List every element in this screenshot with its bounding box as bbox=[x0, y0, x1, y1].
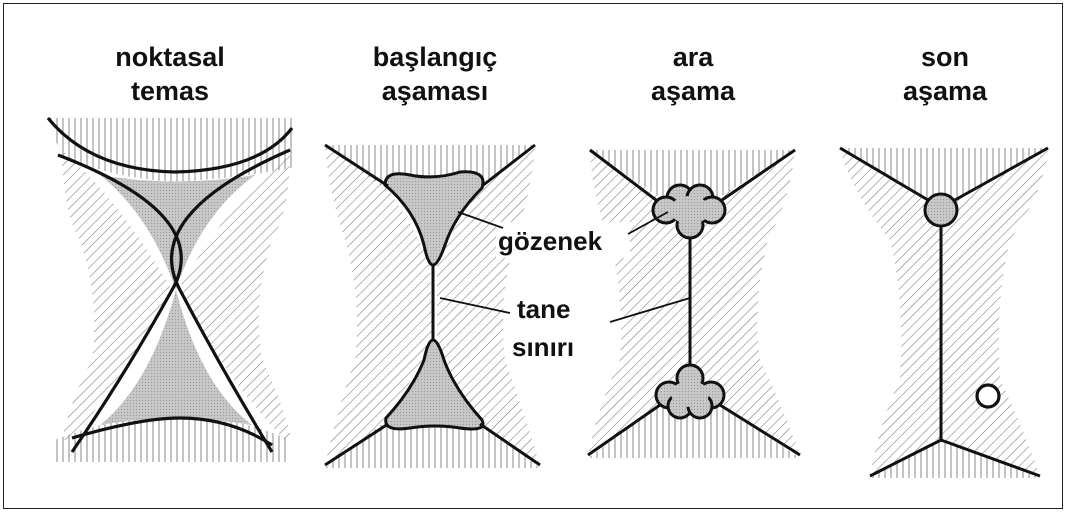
boundary-label-line2: sınırı bbox=[512, 332, 574, 362]
pore-isolated bbox=[977, 385, 999, 407]
stage-final bbox=[840, 148, 1048, 478]
boundary-label-line1: tane bbox=[517, 294, 570, 324]
pore-label: gözenek bbox=[498, 226, 603, 256]
stage-intermediate bbox=[588, 150, 800, 458]
stage-initial bbox=[325, 145, 540, 468]
stage-point-contact bbox=[48, 118, 292, 462]
pore-triple-junction bbox=[925, 194, 957, 226]
